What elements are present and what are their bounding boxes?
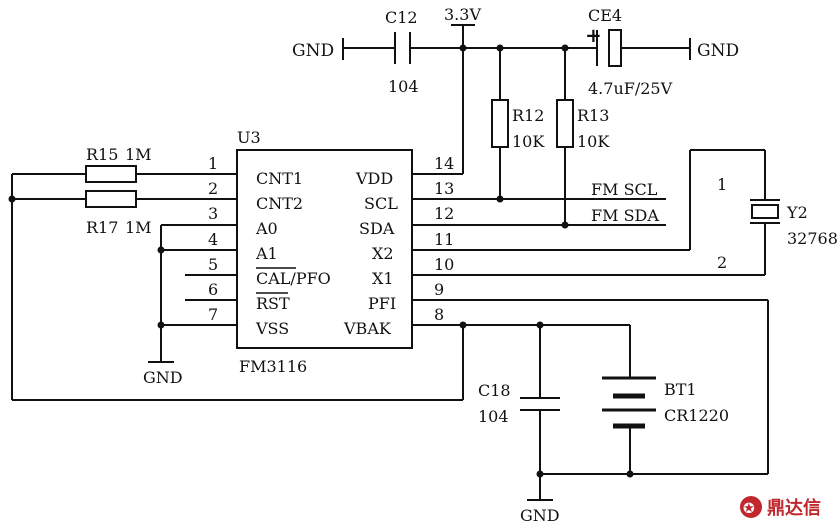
gnd-label-bottom: GND (520, 506, 560, 525)
pin-num-2: 2 (208, 179, 218, 198)
pin-num-11: 11 (434, 230, 454, 249)
ic-u3-body (236, 149, 413, 349)
r13-ref: R13 (577, 106, 609, 125)
y2-pin1: 1 (717, 175, 727, 194)
pin-name-x2: X2 (372, 244, 394, 263)
pin-num-9: 9 (434, 280, 444, 299)
resistor-r17-symbol (12, 190, 185, 208)
sda-net-label: FM SDA (591, 206, 659, 225)
resistor-r13-symbol (556, 48, 574, 225)
watermark-logo-icon (740, 496, 762, 518)
ic-right-pins (412, 249, 768, 326)
capacitor-c12-symbol (394, 32, 411, 64)
vcc-label: 3.3V (444, 5, 481, 24)
c18-value: 104 (478, 407, 509, 426)
bt1-value: CR1220 (664, 406, 729, 425)
r13-value: 10K (577, 132, 610, 151)
resistor-r15-symbol (12, 165, 185, 183)
bt1-ref: BT1 (664, 380, 697, 399)
watermark-logo-glyph: ✪ (743, 501, 755, 517)
vcc-symbol (451, 24, 475, 48)
pin-name-sda: SDA (359, 219, 395, 238)
pin-num-12: 12 (434, 204, 454, 223)
pin-name-cnt2: CNT2 (256, 194, 303, 213)
capacitor-ce4-symbol (596, 29, 627, 67)
scl-net-label: FM SCL (591, 180, 658, 199)
r17-value: 1M (125, 218, 152, 237)
gnd-label-right: GND (697, 41, 739, 61)
capacitor-c18-symbol (520, 325, 560, 501)
y2-value: 32768 (787, 229, 838, 248)
pin-num-1: 1 (208, 154, 218, 173)
pin-name-a1: A1 (255, 244, 278, 263)
crystal-y2-symbol (689, 149, 780, 275)
pin-num-14: 14 (434, 154, 454, 173)
c12-value: 104 (388, 77, 419, 96)
pin-name-vbak: VBAK (343, 319, 392, 338)
pin-name-vdd: VDD (355, 169, 393, 188)
pin-name-vss: VSS (255, 319, 289, 338)
ce4-value: 4.7uF/25V (588, 79, 673, 98)
pin-name-pfi: PFI (368, 294, 396, 313)
ce4-ref: CE4 (588, 6, 622, 25)
ic-ref: U3 (237, 128, 261, 147)
r12-ref: R12 (512, 106, 544, 125)
r17-ref: R17 (86, 218, 118, 237)
r15-ref: R15 (86, 145, 118, 164)
gnd-label-ic: GND (143, 368, 183, 387)
c18-ref: C18 (478, 381, 511, 400)
pin-name-cnt1: CNT1 (256, 169, 303, 188)
resistor-r12-symbol (491, 48, 509, 199)
pin-num-7: 7 (208, 305, 218, 324)
pin-num-5: 5 (208, 255, 218, 274)
pin-name-cal-pfo: CAL/PFO (256, 269, 331, 288)
r12-value: 10K (512, 132, 545, 151)
r15-value: 1M (125, 145, 152, 164)
junction-dots (8, 44, 634, 478)
battery-bt1-symbol (602, 325, 656, 474)
ic-left-pins (161, 173, 237, 326)
pin-num-13: 13 (434, 179, 454, 198)
pin-name-a0: A0 (255, 219, 278, 238)
gnd-label-left: GND (292, 41, 334, 61)
pin-num-3: 3 (208, 204, 218, 223)
ce4-plus-sign: + (585, 23, 602, 47)
pin-num-8: 8 (434, 305, 444, 324)
pin-name-rst: RST (256, 294, 290, 313)
c12-ref: C12 (385, 8, 418, 27)
pin-name-x1: X1 (372, 269, 394, 288)
pin-num-10: 10 (434, 255, 454, 274)
watermark-text: 鼎达信 (767, 497, 821, 519)
y2-pin2: 2 (717, 253, 727, 272)
ic-part: FM3116 (239, 357, 307, 376)
pin-num-4: 4 (208, 230, 218, 249)
y2-ref: Y2 (786, 203, 808, 222)
pin-name-scl: SCL (364, 194, 398, 213)
pin-num-6: 6 (208, 280, 218, 299)
